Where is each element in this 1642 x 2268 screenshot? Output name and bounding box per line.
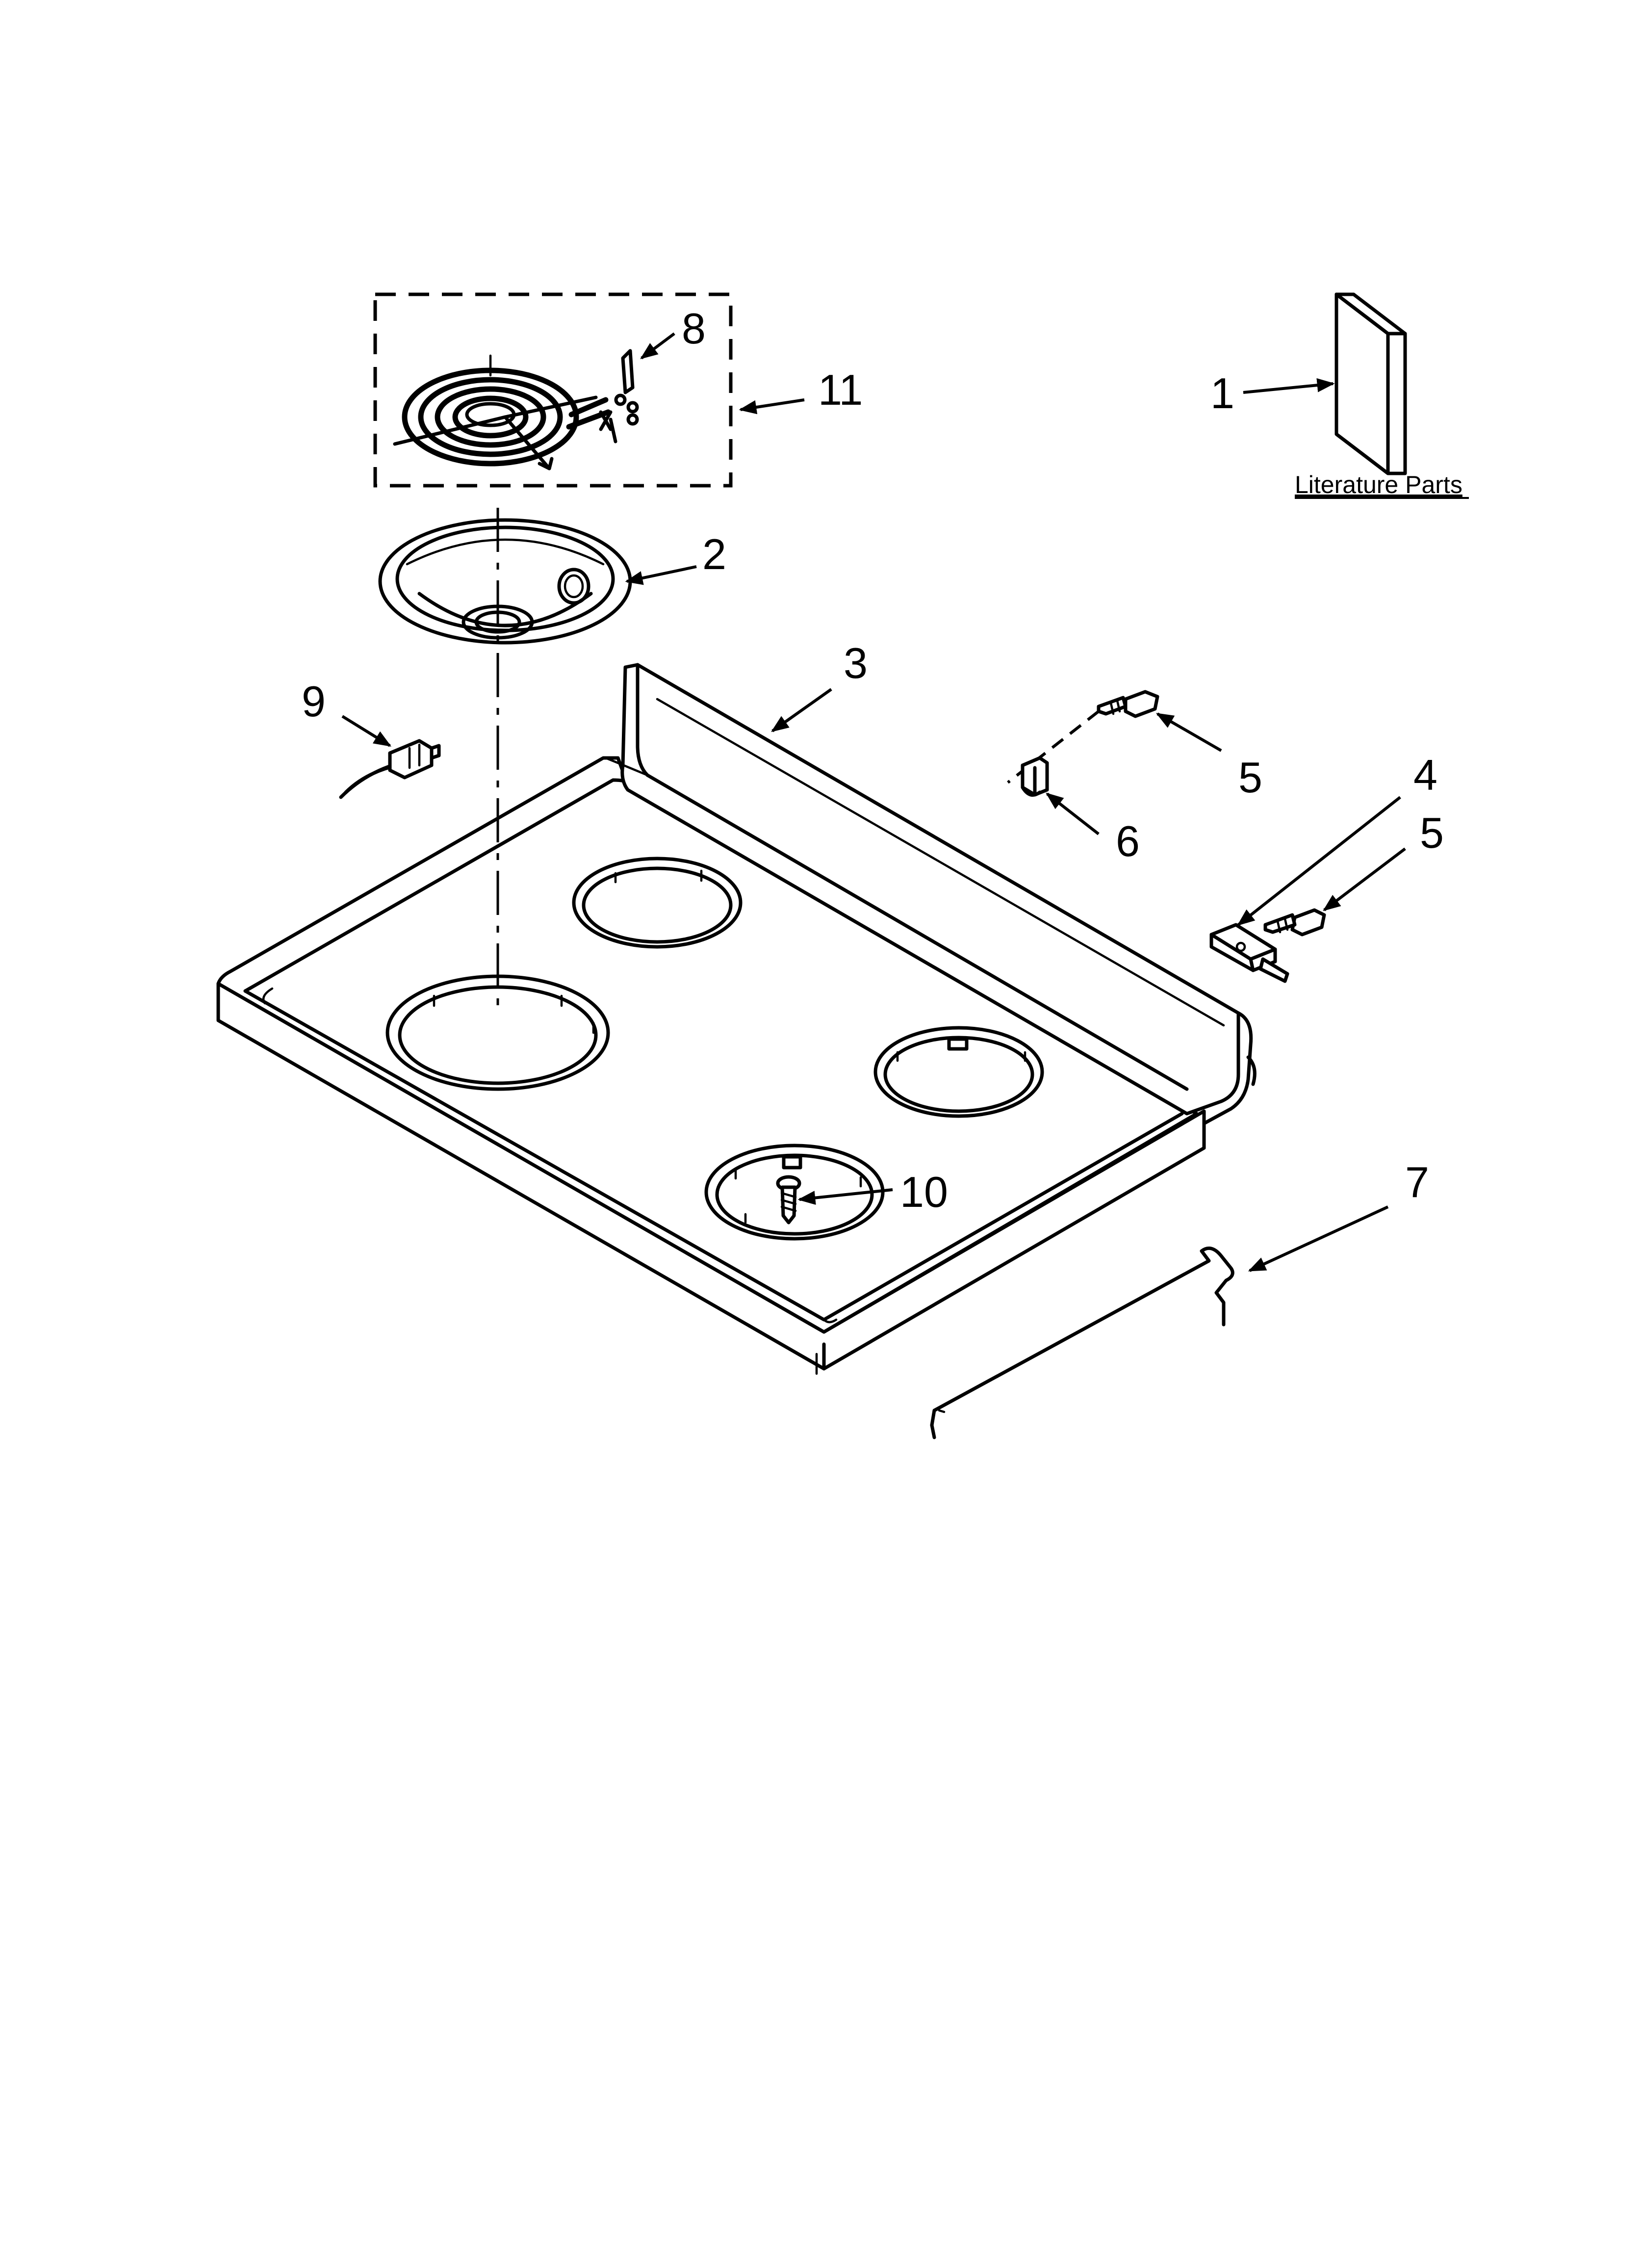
literature-part-1 — [1334, 292, 1407, 475]
rod-part-7 — [930, 1246, 1234, 1439]
callout-11: 11 — [818, 365, 863, 414]
callout-5-upper: 5 — [1238, 753, 1262, 802]
cooktop-part-3 — [216, 663, 1257, 1375]
screw-part-5-lower — [1263, 908, 1326, 937]
terminal-block-part-9 — [339, 739, 441, 799]
callout-4: 4 — [1413, 751, 1437, 799]
callout-numbers: 1 2 3 4 5 5 6 7 8 9 10 11 — [302, 304, 1444, 1216]
callout-1: 1 — [1210, 369, 1234, 417]
screw-part-10 — [776, 1175, 801, 1225]
burner-opening-left-front — [385, 974, 610, 1091]
callout-6: 6 — [1116, 817, 1140, 865]
callout-3: 3 — [844, 639, 868, 687]
bracket-part-4 — [1209, 923, 1289, 983]
drip-bowl-part-2 — [378, 518, 632, 645]
clip-part-6 — [1021, 756, 1049, 797]
callout-leaders — [341, 332, 1406, 1272]
callout-7: 7 — [1405, 1158, 1429, 1206]
callout-5-lower: 5 — [1420, 808, 1444, 857]
surface-element — [393, 354, 611, 470]
literature-parts-caption: Literature Parts — [1295, 471, 1462, 498]
callout-8: 8 — [682, 304, 706, 353]
callout-9: 9 — [302, 677, 326, 726]
terminal-clip-part-8 — [599, 349, 639, 443]
element-assembly-box-part-11 — [373, 292, 733, 488]
burner-opening-left-rear — [572, 857, 743, 949]
callout-10: 10 — [900, 1168, 948, 1216]
burner-opening-right-rear — [873, 1026, 1044, 1118]
callout-2: 2 — [702, 530, 726, 578]
